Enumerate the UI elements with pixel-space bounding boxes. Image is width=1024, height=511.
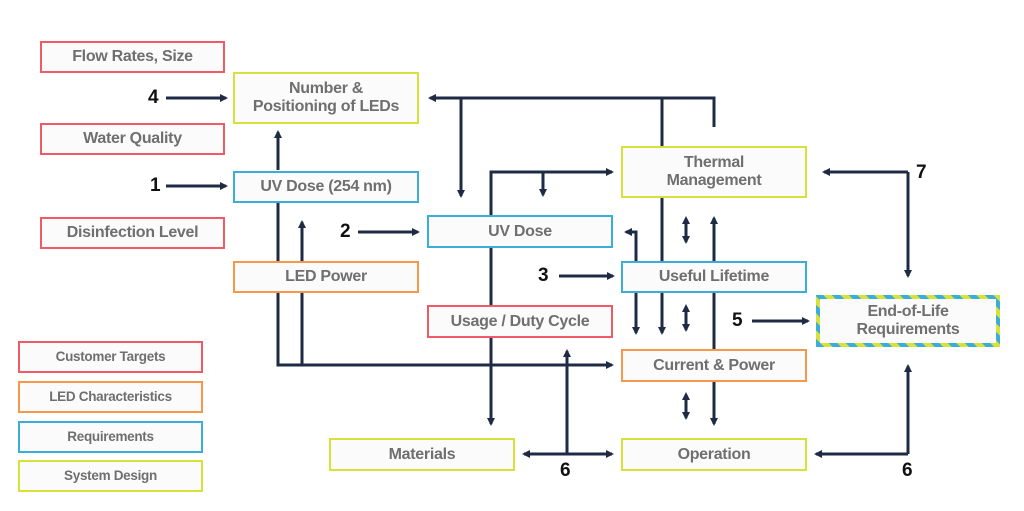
box-materials: Materials	[329, 438, 515, 471]
box-label: Number & Positioning of LEDs	[252, 80, 400, 115]
box-label: End-of-Life Requirements	[856, 303, 960, 338]
box-label: Water Quality	[83, 130, 182, 147]
box-current-power: Current & Power	[621, 349, 807, 382]
arrow-uvdose-to-thermal	[489, 168, 614, 215]
legend-customer-targets: Customer Targets	[18, 341, 203, 373]
step-number-1: 1	[150, 175, 161, 196]
box-uv-dose: UV Dose	[427, 215, 613, 248]
box-flow-rates: Flow Rates, Size	[40, 41, 225, 73]
box-led-power: LED Power	[233, 261, 419, 293]
step-number-6-right: 6	[902, 460, 913, 481]
arrow-bus-to-positioning	[428, 94, 716, 127]
box-label: Usage / Duty Cycle	[450, 312, 590, 330]
box-usage-duty: Usage / Duty Cycle	[427, 305, 613, 338]
box-disinfection-level: Disinfection Level	[40, 217, 225, 249]
box-label: Operation	[677, 445, 751, 463]
legend-label: Customer Targets	[55, 349, 166, 364]
box-uv-dose-254: UV Dose (254 nm)	[233, 171, 419, 203]
box-operation: Operation	[621, 438, 807, 471]
step-number-7: 7	[916, 162, 927, 183]
box-end-of-life: End-of-Life Requirements	[816, 295, 1000, 347]
arrow-uvdose254-to-current	[276, 203, 614, 369]
box-label: Materials	[388, 445, 456, 463]
box-label: UV Dose (254 nm)	[260, 178, 392, 195]
legend-led-characteristics: LED Characteristics	[18, 381, 203, 413]
legend-label: LED Characteristics	[49, 389, 172, 404]
box-label: Useful Lifetime	[658, 268, 770, 285]
step-number-2: 2	[340, 221, 351, 242]
box-label: Current & Power	[653, 356, 775, 374]
step-number-3: 3	[538, 265, 549, 286]
box-label: Disinfection Level	[66, 224, 199, 241]
step-number-4: 4	[148, 87, 159, 108]
arrow-lifetime-to-uvdose	[624, 228, 638, 262]
step-number-6-left: 6	[560, 460, 571, 481]
legend-label: System Design	[64, 468, 157, 483]
box-label: UV Dose	[488, 222, 552, 240]
legend-requirements: Requirements	[18, 421, 203, 453]
step-number-5: 5	[732, 310, 743, 331]
box-number-positioning: Number & Positioning of LEDs	[233, 72, 419, 124]
box-label: LED Power	[285, 268, 367, 285]
legend-system-design: System Design	[18, 460, 203, 492]
box-useful-lifetime: Useful Lifetime	[621, 261, 807, 293]
box-thermal: Thermal Management	[621, 146, 807, 198]
legend-label: Requirements	[67, 429, 154, 444]
box-label: Thermal Management	[666, 154, 762, 189]
box-water-quality: Water Quality	[40, 123, 225, 155]
box-label: Flow Rates, Size	[72, 48, 193, 65]
